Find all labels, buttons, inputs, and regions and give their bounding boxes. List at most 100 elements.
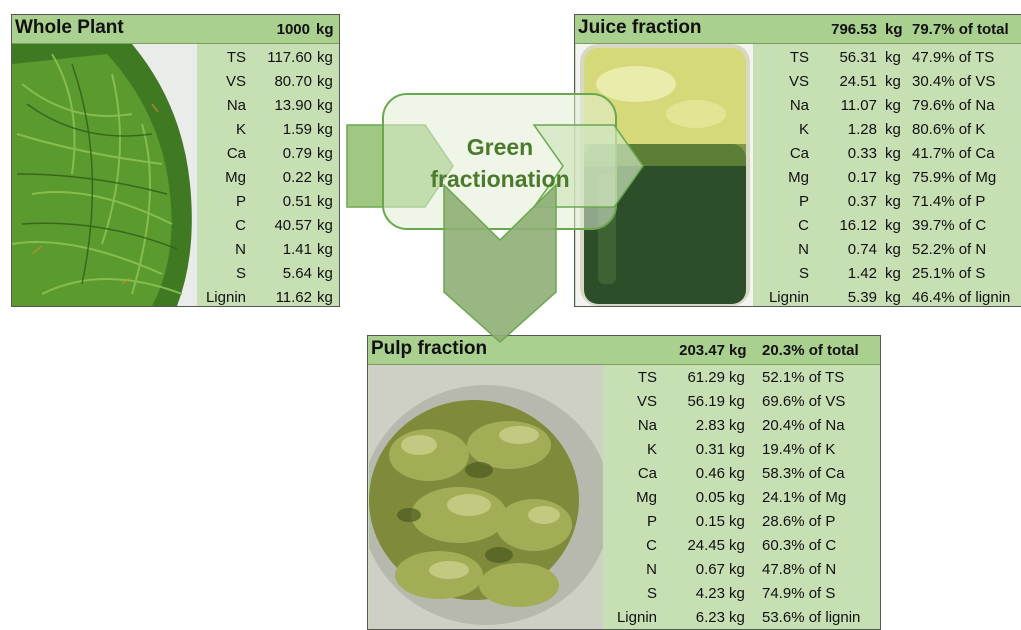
pulp-row-name: VS xyxy=(636,393,657,410)
pulp-row-unit: kg xyxy=(729,441,745,458)
whole-row-unit: kg xyxy=(317,217,333,234)
pulp-row-name: Ca xyxy=(637,465,657,482)
pulp-row-value: 0.05 xyxy=(695,489,725,506)
whole-row-name: K xyxy=(235,121,246,138)
juice-row-unit: kg xyxy=(885,169,901,186)
arrow-process-to-pulp xyxy=(443,183,557,344)
pulp-row-value: 0.67 xyxy=(695,561,725,578)
pulp-row-unit: kg xyxy=(729,465,745,482)
juice-row-value: 24.51 xyxy=(839,73,877,90)
pulp-row-name: N xyxy=(646,561,657,578)
juice-row-name: S xyxy=(798,265,809,282)
samphire-plant-image xyxy=(12,44,197,306)
whole-plant-header: Whole Plant 1000 kg xyxy=(12,15,339,44)
pulp-row-value: 6.23 xyxy=(695,609,725,626)
pulp-header: Pulp fraction 203.47 kg 20.3% of total xyxy=(368,336,880,365)
whole-row-unit: kg xyxy=(317,121,333,138)
whole-row-name: Mg xyxy=(225,169,246,186)
whole-row-unit: kg xyxy=(317,193,333,210)
juice-total-pct: 79.7% of total xyxy=(912,21,1009,38)
whole-row-value: 0.79 xyxy=(282,145,312,162)
juice-row-unit: kg xyxy=(885,241,901,258)
pulp-row-pct: 58.3% of Ca xyxy=(762,465,845,482)
pulp-row-value: 0.31 xyxy=(695,441,725,458)
juice-row-value: 0.74 xyxy=(847,241,877,258)
whole-row-name: Na xyxy=(226,97,246,114)
juice-row-unit: kg xyxy=(885,73,901,90)
pulp-total-unit: kg xyxy=(729,342,747,359)
juice-total-unit: kg xyxy=(885,21,903,38)
pulp-row-unit: kg xyxy=(729,609,745,626)
whole-row-name: Lignin xyxy=(205,289,246,306)
whole-row-value: 13.90 xyxy=(274,97,312,114)
juice-row-value: 0.33 xyxy=(847,145,877,162)
pulp-row-pct: 20.4% of Na xyxy=(762,417,845,434)
juice-row-name: TS xyxy=(789,49,809,66)
process-label-line1: Green xyxy=(466,134,534,160)
juice-row-value: 0.17 xyxy=(847,169,877,186)
pulp-row-value: 0.15 xyxy=(695,513,725,530)
pulp-row-name: C xyxy=(646,537,657,554)
pulp-row-pct: 52.1% of TS xyxy=(762,369,845,386)
pulp-row-pct: 19.4% of K xyxy=(762,441,836,458)
juice-row-value: 11.07 xyxy=(840,97,877,114)
juice-row-unit: kg xyxy=(885,121,901,138)
juice-row-pct: 30.4% of VS xyxy=(912,73,996,90)
whole-plant-title: Whole Plant xyxy=(15,17,124,38)
pulp-row-name: K xyxy=(646,441,657,458)
whole-row-name: S xyxy=(235,265,246,282)
whole-row-k: K 1.59 kg xyxy=(12,118,339,142)
juice-row-value: 5.39 xyxy=(847,289,877,306)
juice-row-unit: kg xyxy=(885,145,901,162)
whole-row-name: TS xyxy=(226,49,246,66)
juice-row-value: 56.31 xyxy=(839,49,877,66)
pulp-row-name: S xyxy=(646,585,657,602)
pulp-row-pct: 28.6% of P xyxy=(762,513,836,530)
juice-row-value: 1.28 xyxy=(847,121,877,138)
pulp-row-pct: 74.9% of S xyxy=(762,585,836,602)
pulp-row-pct: 24.1% of Mg xyxy=(762,489,847,506)
juice-row-pct: 25.1% of S xyxy=(912,265,986,282)
pulp-row-unit: kg xyxy=(729,489,745,506)
juice-row-unit: kg xyxy=(885,217,901,234)
pulp-row-value: 0.46 xyxy=(695,465,725,482)
pulp-panel: Pulp fraction 203.47 kg 20.3% of total xyxy=(367,335,881,630)
whole-row-value: 1.59 xyxy=(282,121,312,138)
juice-row-pct: 47.9% of TS xyxy=(912,49,995,66)
juice-row-name: N xyxy=(798,241,809,258)
whole-row-unit: kg xyxy=(317,73,333,90)
pulp-row-unit: kg xyxy=(729,393,745,410)
process-label-line2: fractionation xyxy=(430,166,570,192)
pulp-title: Pulp fraction xyxy=(371,338,488,359)
juice-row-name: Na xyxy=(789,97,809,114)
pulp-total-pct: 20.3% of total xyxy=(762,342,859,359)
juice-row-pct: 75.9% of Mg xyxy=(912,169,997,186)
juice-row-pct: 39.7% of C xyxy=(912,217,987,234)
juice-title: Juice fraction xyxy=(578,17,702,38)
juice-row-unit: kg xyxy=(885,289,901,306)
pulp-row-pct: 69.6% of VS xyxy=(762,393,846,410)
